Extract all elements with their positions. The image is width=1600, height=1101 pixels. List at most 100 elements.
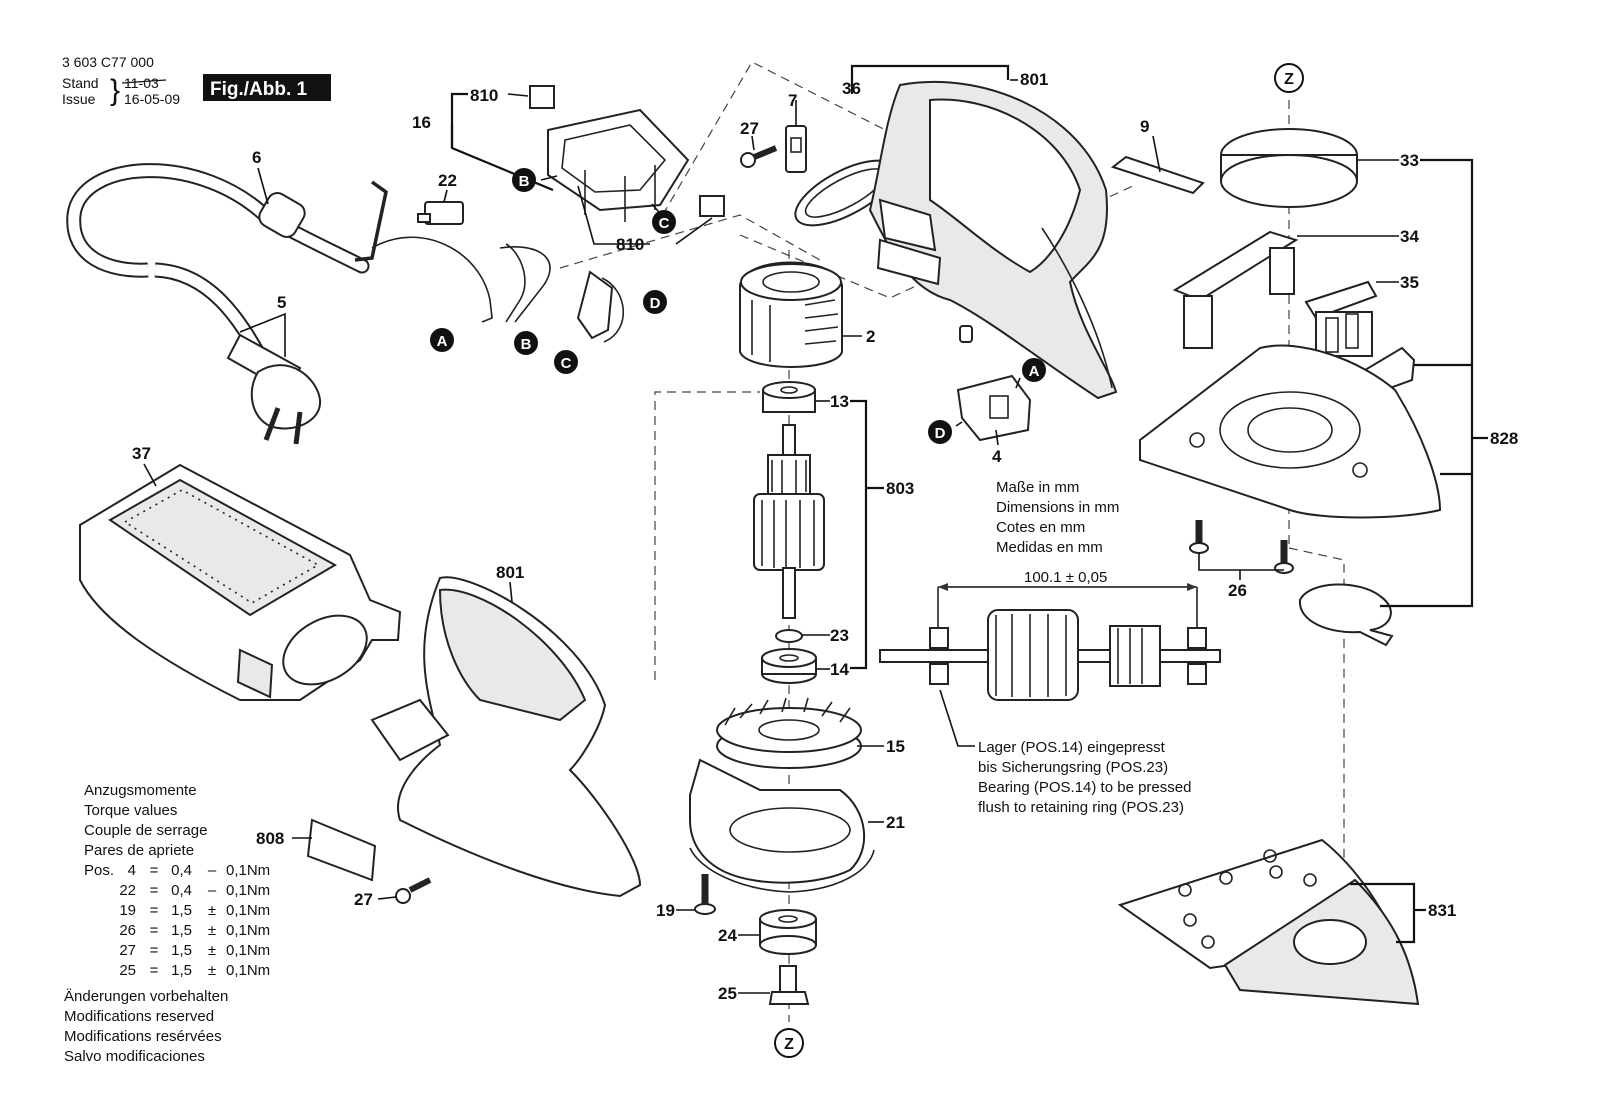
torque-row-tol: 0,1Nm bbox=[226, 882, 270, 899]
insert-35 bbox=[1304, 280, 1378, 357]
motor-field-2 bbox=[739, 261, 843, 368]
fig-label-box bbox=[203, 74, 331, 101]
header-block: 3 603 C77 000 Stand Issue } 11-03 16-05-… bbox=[62, 54, 331, 107]
callout-19: 19 bbox=[656, 901, 675, 920]
screw-25 bbox=[768, 965, 810, 1005]
assembly-axes bbox=[559, 61, 1345, 1022]
housing-half-upper bbox=[868, 80, 1118, 400]
changes-note: Änderungen vorbehalten Modifications res… bbox=[64, 988, 228, 1065]
callout-36: 36 bbox=[842, 79, 861, 98]
marker-d-right: D bbox=[928, 420, 952, 444]
torque-row-eq: = bbox=[150, 962, 159, 979]
switch-slide-4 bbox=[956, 374, 1032, 442]
armature-dimension-view bbox=[879, 583, 1221, 747]
bearing-note-line-2: bis Sicherungsring (POS.23) bbox=[978, 759, 1168, 776]
armature-length-dimension: 100.1 ± 0,05 bbox=[1024, 569, 1107, 586]
torque-row-tol: 0,1Nm bbox=[226, 922, 270, 939]
torque-row-eq: = bbox=[150, 862, 159, 879]
base-screws-26 bbox=[1189, 520, 1294, 574]
housing-screw-top bbox=[740, 145, 778, 168]
callout-831: 831 bbox=[1428, 901, 1456, 920]
torque-row-eq: = bbox=[150, 902, 159, 919]
torque-row-op: – bbox=[208, 882, 217, 899]
torque-row-pos: 4 bbox=[128, 862, 136, 879]
torque-row-value: 1,5 bbox=[171, 922, 192, 939]
torque-row-op: ± bbox=[208, 922, 216, 939]
axis-motor-housing bbox=[654, 391, 760, 680]
fig-label: Fig./Abb. 1 bbox=[210, 79, 308, 100]
svg-text:C: C bbox=[561, 355, 572, 372]
letter-markers: B C D A B C A D Z Z bbox=[430, 63, 1304, 1058]
part-number: 3 603 C77 000 bbox=[62, 54, 154, 70]
svg-text:C: C bbox=[659, 215, 670, 232]
marker-z-top: Z bbox=[1274, 63, 1304, 93]
callout-801-lower: 801 bbox=[496, 563, 524, 582]
callout-6: 6 bbox=[252, 148, 261, 167]
cord-strain-relief bbox=[258, 192, 306, 238]
seal-ring-33 bbox=[1220, 128, 1358, 208]
callout-9: 9 bbox=[1140, 117, 1149, 136]
torque-rows: 4=0,4–0,1Nm22=0,4–0,1Nm19=1,5±0,1Nm26=1,… bbox=[119, 862, 270, 979]
torque-title-es: Pares de apriete bbox=[84, 842, 194, 859]
switch-cap-810-lower bbox=[699, 195, 725, 217]
torque-row-eq: = bbox=[150, 922, 159, 939]
torque-title-fr: Couple de serrage bbox=[84, 822, 207, 839]
callout-808: 808 bbox=[256, 829, 284, 848]
torque-row-value: 1,5 bbox=[171, 942, 192, 959]
callout-2: 2 bbox=[866, 327, 875, 346]
callout-810-lower: 810 bbox=[616, 235, 644, 254]
marker-b-lower: B bbox=[514, 331, 538, 355]
torque-row-op: ± bbox=[208, 942, 216, 959]
svg-text:B: B bbox=[521, 336, 532, 353]
plug-body bbox=[250, 364, 322, 430]
units-note-fr: Cotes en mm bbox=[996, 519, 1085, 536]
callout-35: 35 bbox=[1400, 273, 1419, 292]
torque-row-tol: 0,1Nm bbox=[226, 862, 270, 879]
callout-26: 26 bbox=[1228, 581, 1247, 600]
callout-27-upper: 27 bbox=[740, 119, 759, 138]
changes-note-de: Änderungen vorbehalten bbox=[64, 988, 228, 1005]
marker-a-left: A bbox=[430, 328, 454, 352]
label-plate-9 bbox=[1110, 155, 1205, 195]
callout-37: 37 bbox=[132, 444, 151, 463]
bearing-note-line-3: Bearing (POS.14) to be pressed bbox=[978, 779, 1191, 796]
axis-wires bbox=[559, 214, 821, 269]
torque-row-eq: = bbox=[150, 942, 159, 959]
changes-note-en: Modifications reserved bbox=[64, 1008, 214, 1025]
torque-row-value: 1,5 bbox=[171, 902, 192, 919]
issue-label: Issue bbox=[62, 91, 96, 107]
connector-22 bbox=[417, 201, 464, 225]
armature-803 bbox=[753, 424, 825, 619]
callout-27-lower: 27 bbox=[354, 890, 373, 909]
changes-note-fr: Modifications resérvées bbox=[64, 1028, 222, 1045]
callout-33: 33 bbox=[1400, 151, 1419, 170]
torque-row-pos: 19 bbox=[119, 902, 136, 919]
bearing-note: Lager (POS.14) eingepresst bis Sicherung… bbox=[978, 739, 1191, 816]
svg-text:Z: Z bbox=[784, 1036, 794, 1053]
marker-a-right: A bbox=[1022, 358, 1046, 382]
bearing-24 bbox=[759, 909, 817, 955]
torque-row-pos: 26 bbox=[119, 922, 136, 939]
units-note-es: Medidas en mm bbox=[996, 539, 1103, 556]
bearing-14 bbox=[761, 648, 817, 684]
bearing-note-line-1: Lager (POS.14) eingepresst bbox=[978, 739, 1166, 756]
stand-value: 11-03 bbox=[124, 75, 159, 91]
torque-table: Anzugsmomente Torque values Couple de se… bbox=[84, 782, 270, 979]
svg-text:A: A bbox=[437, 333, 448, 350]
svg-text:D: D bbox=[650, 295, 661, 312]
housing-screw-lower bbox=[395, 877, 432, 904]
marker-z-bottom: Z bbox=[774, 1028, 804, 1058]
torque-row-tol: 0,1Nm bbox=[226, 902, 270, 919]
bearing-note-line-4: flush to retaining ring (POS.23) bbox=[978, 799, 1184, 816]
callout-14: 14 bbox=[830, 660, 849, 679]
torque-row-eq: = bbox=[150, 882, 159, 899]
header-brace: } bbox=[110, 74, 120, 107]
plug-pin-2 bbox=[293, 411, 303, 445]
callout-7: 7 bbox=[788, 91, 797, 110]
torque-row-op: ± bbox=[208, 962, 216, 979]
axis-switch-housing bbox=[654, 61, 906, 229]
svg-text:D: D bbox=[935, 425, 946, 442]
callout-803: 803 bbox=[886, 479, 914, 498]
retaining-ring-23 bbox=[775, 629, 803, 643]
